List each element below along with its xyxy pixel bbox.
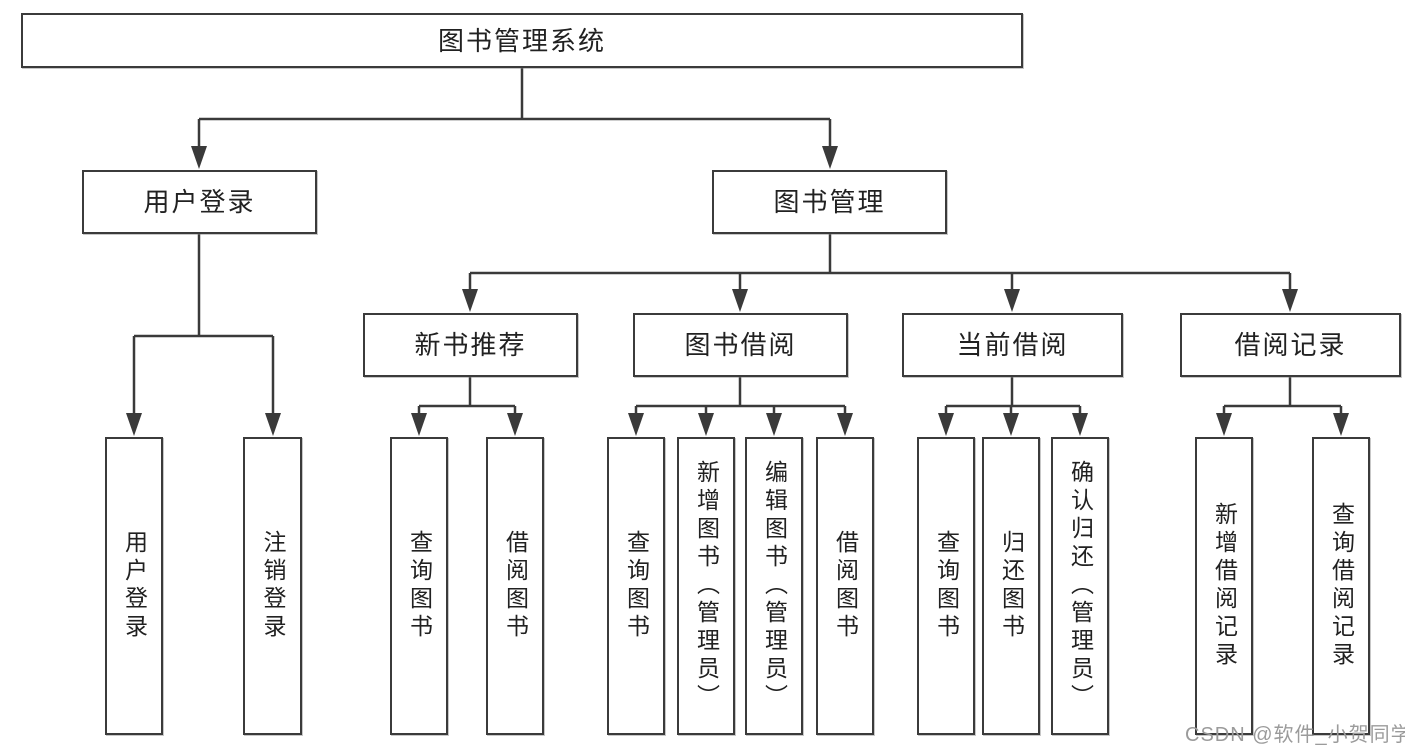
node-book-borrow: 图书借阅 — [633, 313, 848, 377]
leaf-logout-login: 注销登录 — [243, 437, 302, 735]
node-user-login-label: 用户登录 — [143, 187, 256, 217]
arrow-down-icon — [1282, 289, 1298, 312]
arrow-down-icon — [837, 413, 853, 436]
leaf-query-book-current-label: 查询图书 — [933, 530, 960, 642]
leaf-user-login-label: 用户登录 — [121, 530, 148, 642]
leaf-query-borrow-record-label: 查询借阅记录 — [1328, 502, 1355, 670]
arrow-down-icon — [1333, 413, 1349, 436]
node-book-management: 图书管理 — [712, 170, 947, 234]
leaf-return-book-label: 归还图书 — [998, 530, 1025, 642]
node-user-login: 用户登录 — [82, 170, 317, 234]
connector-borrow-records-children — [1216, 377, 1349, 436]
arrow-down-icon — [1004, 289, 1020, 312]
arrow-down-icon — [822, 146, 838, 169]
watermark-text: CSDN @软件_小贺同学 — [1185, 724, 1405, 746]
connector-book-management-children — [462, 234, 1298, 312]
leaf-query-book-borrow: 查询图书 — [607, 437, 665, 735]
leaf-query-book-recommend-label: 查询图书 — [406, 530, 433, 642]
arrow-down-icon — [191, 146, 207, 169]
arrow-down-icon — [1072, 413, 1088, 436]
node-new-book-recommend-label: 新书推荐 — [414, 330, 527, 360]
leaf-user-login: 用户登录 — [105, 437, 163, 735]
leaf-add-borrow-record: 新增借阅记录 — [1195, 437, 1253, 735]
node-current-borrow-label: 当前借阅 — [956, 330, 1069, 360]
node-book-borrow-label: 图书借阅 — [684, 330, 797, 360]
leaf-borrow-book-recommend-label: 借阅图书 — [502, 530, 529, 642]
leaf-borrow-book: 借阅图书 — [816, 437, 874, 735]
leaf-borrow-book-label: 借阅图书 — [832, 530, 859, 642]
arrow-down-icon — [126, 413, 142, 436]
leaf-return-book: 归还图书 — [982, 437, 1040, 735]
connector-user-login-children — [126, 234, 281, 436]
leaf-add-book-admin-label: 新增图书（管理员） — [693, 460, 720, 712]
connector-current-borrow-children — [938, 377, 1088, 436]
arrow-down-icon — [411, 413, 427, 436]
arrow-down-icon — [628, 413, 644, 436]
node-current-borrow: 当前借阅 — [902, 313, 1123, 377]
leaf-edit-book-admin-label: 编辑图书（管理员） — [761, 460, 788, 712]
arrow-down-icon — [507, 413, 523, 436]
connector-book-borrow-children — [628, 377, 853, 436]
node-root-label: 图书管理系统 — [437, 25, 606, 56]
arrow-down-icon — [698, 413, 714, 436]
leaf-borrow-book-recommend: 借阅图书 — [486, 437, 544, 735]
leaf-edit-book-admin: 编辑图书（管理员） — [745, 437, 803, 735]
node-borrow-records: 借阅记录 — [1180, 313, 1401, 377]
node-root: 图书管理系统 — [21, 13, 1023, 68]
node-new-book-recommend: 新书推荐 — [363, 313, 578, 377]
leaf-confirm-return-admin: 确认归还（管理员） — [1051, 437, 1109, 735]
leaf-logout-login-label: 注销登录 — [260, 530, 286, 642]
arrow-down-icon — [265, 413, 281, 436]
arrow-down-icon — [766, 413, 782, 436]
arrow-down-icon — [1003, 413, 1019, 436]
node-borrow-records-label: 借阅记录 — [1234, 330, 1347, 360]
leaf-query-borrow-record: 查询借阅记录 — [1312, 437, 1370, 735]
arrow-down-icon — [462, 289, 478, 312]
leaf-query-book-current: 查询图书 — [917, 437, 975, 735]
leaf-confirm-return-admin-label: 确认归还（管理员） — [1067, 460, 1094, 712]
node-book-management-label: 图书管理 — [773, 187, 886, 217]
leaf-add-book-admin: 新增图书（管理员） — [677, 437, 735, 735]
leaf-add-borrow-record-label: 新增借阅记录 — [1211, 502, 1238, 670]
connector-new-book-recommend-children — [411, 377, 523, 436]
leaf-query-book-recommend: 查询图书 — [390, 437, 448, 735]
connector-root-to-level2 — [191, 68, 838, 169]
arrow-down-icon — [938, 413, 954, 436]
leaf-query-book-borrow-label: 查询图书 — [623, 530, 650, 642]
arrow-down-icon — [1216, 413, 1232, 436]
arrow-down-icon — [732, 289, 748, 312]
